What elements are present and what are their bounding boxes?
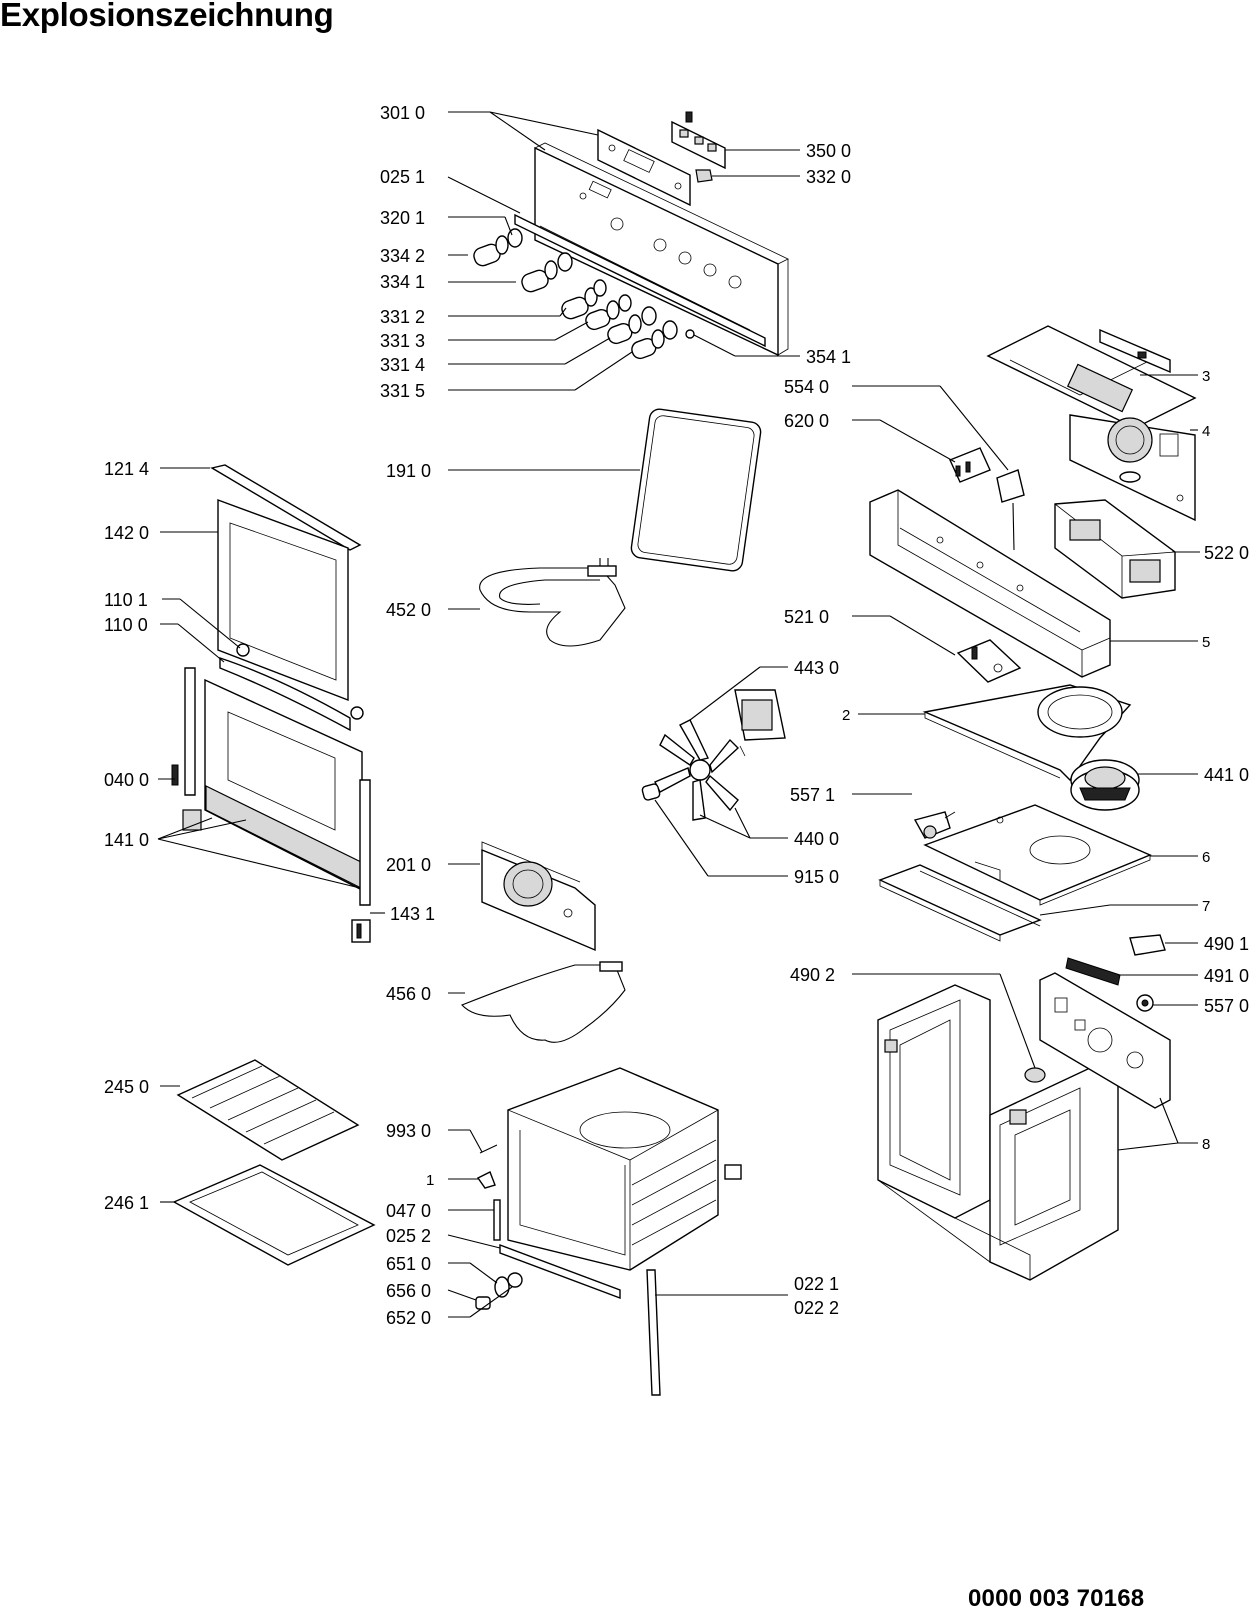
label-3: 3 bbox=[1202, 368, 1210, 385]
label-0252: 025 2 bbox=[386, 1226, 431, 1246]
convection-fan-motor bbox=[734, 689, 786, 757]
label-8: 8 bbox=[1202, 1136, 1210, 1153]
label-0222: 022 2 bbox=[794, 1298, 839, 1318]
label-1420: 142 0 bbox=[104, 523, 149, 543]
fan-cover-plate bbox=[922, 684, 1132, 782]
label-4560: 456 0 bbox=[386, 984, 431, 1004]
label-0221: 022 1 bbox=[794, 1274, 839, 1294]
upper-right-parts bbox=[869, 447, 1176, 683]
label-3541: 354 1 bbox=[806, 347, 851, 367]
label-3341: 334 1 bbox=[380, 272, 425, 292]
door-handle bbox=[219, 643, 364, 732]
label-4: 4 bbox=[1202, 423, 1210, 440]
label-3342: 334 2 bbox=[380, 246, 425, 266]
label-1100: 110 0 bbox=[104, 615, 148, 635]
label-1101: 110 1 bbox=[104, 590, 148, 610]
label-6200: 620 0 bbox=[784, 411, 829, 431]
label-5220: 522 0 bbox=[1204, 543, 1249, 563]
label-5: 5 bbox=[1202, 634, 1210, 651]
wire-shelf bbox=[176, 1059, 360, 1161]
label-5571: 557 1 bbox=[790, 785, 835, 805]
door-top-profile bbox=[210, 464, 362, 551]
rear-fan-cover bbox=[481, 841, 596, 952]
oven-cavity bbox=[475, 1067, 742, 1396]
label-0400: 040 0 bbox=[104, 770, 149, 790]
label-3314: 331 4 bbox=[380, 355, 425, 375]
label-1: 1 bbox=[426, 1172, 434, 1189]
label-3010: 301 0 bbox=[380, 103, 425, 123]
thermostat-5571 bbox=[913, 811, 956, 839]
front-trim-plate bbox=[878, 864, 1042, 942]
label-5210: 521 0 bbox=[784, 607, 829, 627]
outer-cabinet bbox=[877, 934, 1171, 1281]
page-title: Explosionszeichnung bbox=[0, 0, 334, 33]
document-number: 0000 003 70168 bbox=[968, 1585, 1145, 1612]
door-seal-gasket bbox=[630, 408, 762, 572]
label-3313: 331 3 bbox=[380, 331, 425, 351]
label-7: 7 bbox=[1202, 898, 1210, 915]
label-1214: 121 4 bbox=[104, 459, 149, 479]
grill-heating-element bbox=[479, 558, 626, 647]
label-4902: 490 2 bbox=[790, 965, 835, 985]
label-0470: 047 0 bbox=[386, 1201, 431, 1221]
fan-blade bbox=[654, 719, 740, 821]
label-4520: 452 0 bbox=[386, 600, 431, 620]
label-1410: 141 0 bbox=[104, 830, 149, 850]
label-5540: 554 0 bbox=[784, 377, 829, 397]
label-1431: 143 1 bbox=[390, 904, 435, 924]
label-3500: 350 0 bbox=[806, 141, 851, 161]
label-2: 2 bbox=[842, 707, 850, 724]
label-2461: 246 1 bbox=[104, 1193, 149, 1213]
label-4430: 443 0 bbox=[794, 658, 839, 678]
insulation-plate bbox=[923, 804, 1152, 906]
leader-lines bbox=[157, 111, 1200, 1318]
label-6: 6 bbox=[1202, 849, 1210, 866]
label-3201: 320 1 bbox=[380, 208, 425, 228]
inner-door-panel bbox=[171, 667, 371, 943]
label-4910: 491 0 bbox=[1204, 966, 1249, 986]
baking-tray bbox=[172, 1164, 376, 1266]
bottom-heating-element bbox=[461, 961, 626, 1043]
label-6510: 651 0 bbox=[386, 1254, 431, 1274]
top-cover-assembly bbox=[986, 325, 1197, 522]
label-6560: 656 0 bbox=[386, 1281, 431, 1301]
label-4901: 490 1 bbox=[1204, 934, 1249, 954]
label-4400: 440 0 bbox=[794, 829, 839, 849]
label-0251: 025 1 bbox=[380, 167, 425, 187]
label-4410: 441 0 bbox=[1204, 765, 1249, 785]
fan-motor bbox=[1070, 759, 1140, 811]
label-3315: 331 5 bbox=[380, 381, 425, 401]
label-1910: 191 0 bbox=[386, 461, 431, 481]
label-2450: 245 0 bbox=[104, 1077, 149, 1097]
label-3320: 332 0 bbox=[806, 167, 851, 187]
label-2010: 201 0 bbox=[386, 855, 431, 875]
label-9930: 993 0 bbox=[386, 1121, 431, 1141]
label-5570: 557 0 bbox=[1204, 996, 1249, 1016]
part-labels: 301 0 025 1 320 1 334 2 334 1 331 2 331 … bbox=[104, 103, 1249, 1328]
label-6520: 652 0 bbox=[386, 1308, 431, 1328]
fan-nut bbox=[641, 783, 661, 801]
label-3312: 331 2 bbox=[380, 307, 425, 327]
control-panel-assembly bbox=[473, 111, 789, 360]
outer-door-glass bbox=[217, 498, 349, 702]
label-9150: 915 0 bbox=[794, 867, 839, 887]
